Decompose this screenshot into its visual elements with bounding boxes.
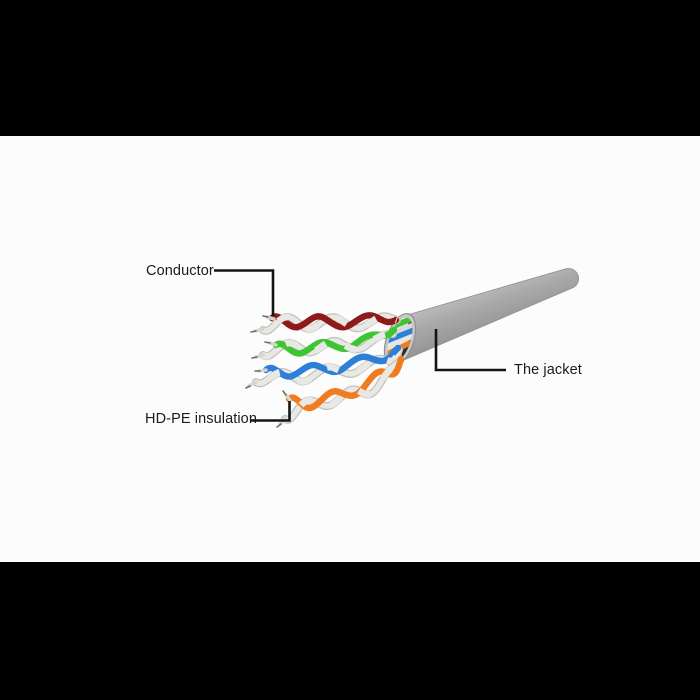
jacket-leader-line bbox=[434, 329, 506, 372]
letterbox-bottom-bar bbox=[0, 562, 700, 700]
cable-jacket bbox=[390, 267, 579, 367]
label-the-jacket: The jacket bbox=[514, 362, 582, 378]
twisted-pair-green bbox=[263, 330, 394, 356]
label-hdpe-insulation: HD-PE insulation bbox=[145, 411, 258, 427]
leader-lines bbox=[214, 269, 506, 422]
letterbox-top-bar bbox=[0, 0, 700, 136]
hdpe-insulation-leader-line bbox=[250, 401, 291, 422]
label-conductor: Conductor bbox=[146, 263, 214, 279]
wire-tips bbox=[245, 315, 292, 428]
twisted-pair-maroon bbox=[263, 315, 397, 331]
conductor-leader-line bbox=[214, 269, 275, 316]
